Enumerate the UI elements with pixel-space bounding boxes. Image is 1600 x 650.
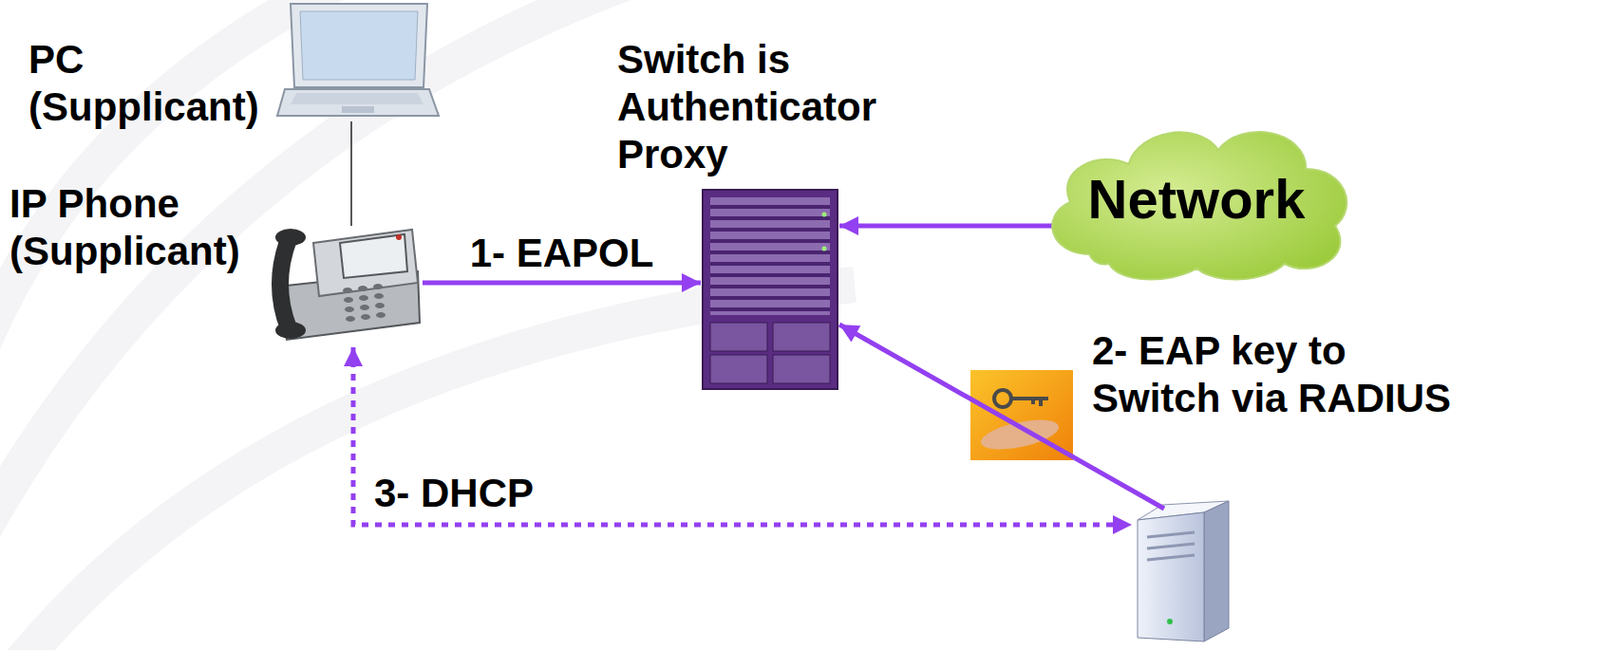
network-cloud: Network xyxy=(1031,112,1363,287)
radius-server-node xyxy=(1137,501,1231,644)
laptop-node: PC (Supplicant) xyxy=(280,0,433,122)
dhcp-arrow xyxy=(353,347,1132,526)
network-arrow xyxy=(839,224,1058,229)
device-label: IP Phone (Supplicant) xyxy=(9,180,247,276)
cloud-outline xyxy=(1052,131,1347,280)
laptop-icon xyxy=(277,3,439,116)
device-label: PC (Supplicant) xyxy=(28,36,257,132)
switch-node: Switch is Authenticator Proxy xyxy=(700,189,840,392)
radius-server-icon xyxy=(1137,501,1229,642)
ip-phone-node: IP Phone (Supplicant) xyxy=(265,216,423,342)
step-label: 2- EAP key to Switch via RADIUS xyxy=(1091,327,1468,423)
cable-line xyxy=(350,121,353,226)
device-label: Switch is Authenticator Proxy xyxy=(617,36,903,179)
eapol-arrow xyxy=(422,281,701,286)
cloud-label: Network xyxy=(1088,175,1306,224)
step-label: 3- DHCP xyxy=(374,470,534,518)
ip-phone-icon xyxy=(275,228,420,340)
step-label: 1- EAPOL xyxy=(470,229,655,278)
switch-chassis xyxy=(702,189,838,390)
